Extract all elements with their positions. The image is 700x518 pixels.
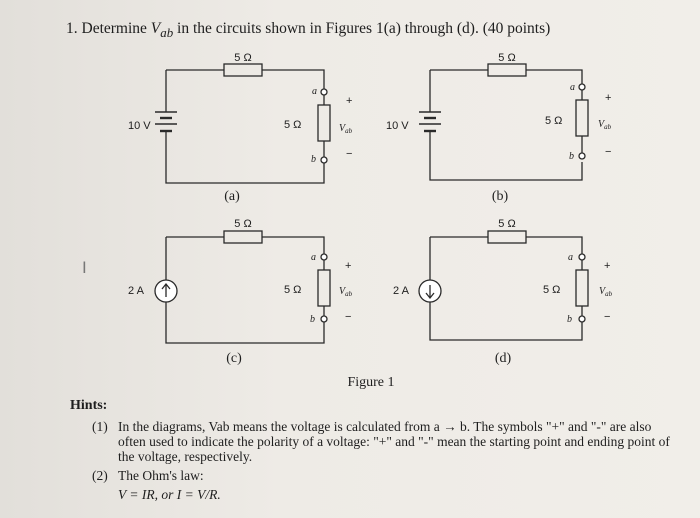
terminal-b-label: b bbox=[311, 154, 316, 165]
minus-sign: − bbox=[345, 311, 351, 323]
question-title: 1. Determine Vab in the circuits shown i… bbox=[66, 20, 550, 41]
caption-b: (b) bbox=[492, 189, 509, 204]
source-label: 2 A bbox=[128, 285, 145, 297]
caption-a: (a) bbox=[224, 189, 240, 204]
resistor-top-label: 5 Ω bbox=[498, 52, 515, 64]
circuit-b bbox=[419, 63, 589, 181]
battery-icon-b bbox=[419, 111, 441, 133]
terminal-b-node bbox=[320, 315, 328, 323]
caption-d: (d) bbox=[495, 351, 512, 366]
terminal-a-node bbox=[578, 253, 586, 261]
circuit-d bbox=[418, 230, 589, 341]
vab-label: Vab bbox=[339, 123, 353, 135]
question-rest: in the circuits shown in Figures 1(a) th… bbox=[173, 20, 551, 37]
terminal-b-node bbox=[578, 315, 586, 323]
minus-sign: − bbox=[604, 311, 610, 323]
caption-c: (c) bbox=[226, 351, 242, 366]
terminal-b-node bbox=[578, 152, 586, 160]
circuit-c bbox=[154, 230, 331, 344]
terminal-a-label: a bbox=[312, 86, 317, 97]
current-source-up-icon bbox=[154, 279, 178, 303]
vab-label: Vab bbox=[339, 286, 353, 298]
resistor-side-d bbox=[575, 269, 589, 307]
current-source-down-icon bbox=[418, 279, 442, 303]
ohms-law-formula: V = IR, or I = V/R. bbox=[118, 487, 221, 502]
terminal-a-label: a bbox=[568, 252, 573, 263]
source-label: 10 V bbox=[128, 120, 151, 132]
minus-sign: − bbox=[605, 146, 611, 158]
plus-sign: + bbox=[345, 260, 351, 272]
terminal-b-node bbox=[320, 156, 328, 164]
hint-item-1: (1) In the diagrams, Vab means the volta… bbox=[70, 419, 670, 464]
resistor-top-label: 5 Ω bbox=[234, 52, 251, 64]
plus-sign: + bbox=[605, 92, 611, 104]
resistor-top-a bbox=[223, 63, 263, 77]
resistor-top-label: 5 Ω bbox=[498, 218, 515, 230]
terminal-b-label: b bbox=[310, 314, 315, 325]
terminal-b-label: b bbox=[569, 151, 574, 162]
hint-text: The Ohm's law: bbox=[118, 468, 204, 483]
terminal-a-label: a bbox=[311, 252, 316, 263]
terminal-a-node bbox=[578, 83, 586, 91]
vab-label: Vab bbox=[598, 119, 612, 131]
terminal-a-label: a bbox=[570, 82, 575, 93]
text-cursor-mark: I bbox=[82, 258, 87, 277]
plus-sign: + bbox=[346, 95, 352, 107]
resistor-side-b bbox=[575, 99, 589, 137]
source-label: 2 A bbox=[393, 285, 410, 297]
resistor-side-c bbox=[317, 269, 331, 307]
resistor-top-b bbox=[487, 63, 527, 77]
hint-text: In the diagrams, Vab means the voltage i… bbox=[118, 419, 670, 464]
resistor-side-label: 5 Ω bbox=[284, 284, 301, 296]
question-prefix: 1. Determine bbox=[66, 20, 151, 37]
hints-heading: Hints: bbox=[70, 398, 108, 413]
circuit-figures: 5 Ω 10 V 5 Ω a b + − Vab (a) 5 Ω 10 V 5 … bbox=[128, 52, 613, 390]
resistor-side-a bbox=[317, 104, 331, 142]
circuit-a bbox=[155, 63, 331, 184]
plus-sign: + bbox=[604, 260, 610, 272]
resistor-top-label: 5 Ω bbox=[234, 218, 251, 230]
resistor-side-label: 5 Ω bbox=[543, 284, 560, 296]
vab-label: Vab bbox=[599, 286, 613, 298]
question-variable-subscript: ab bbox=[160, 25, 174, 41]
minus-sign: − bbox=[346, 148, 352, 160]
hint-item-2: (2) The Ohm's law: bbox=[70, 468, 670, 483]
question-variable: V bbox=[150, 20, 161, 37]
source-label: 10 V bbox=[386, 120, 409, 132]
battery-icon-a bbox=[155, 111, 177, 133]
figure-caption: Figure 1 bbox=[347, 375, 394, 390]
hint-number: (1) bbox=[92, 419, 108, 434]
resistor-side-label: 5 Ω bbox=[545, 115, 562, 127]
terminal-a-node bbox=[320, 88, 328, 96]
terminal-b-label: b bbox=[567, 314, 572, 325]
hints-section: Hints: (1) In the diagrams, Vab means th… bbox=[70, 398, 670, 502]
resistor-top-c bbox=[223, 230, 263, 244]
hint-number: (2) bbox=[92, 468, 108, 483]
resistor-top-d bbox=[487, 230, 527, 244]
resistor-side-label: 5 Ω bbox=[284, 119, 301, 131]
terminal-a-node bbox=[320, 253, 328, 261]
